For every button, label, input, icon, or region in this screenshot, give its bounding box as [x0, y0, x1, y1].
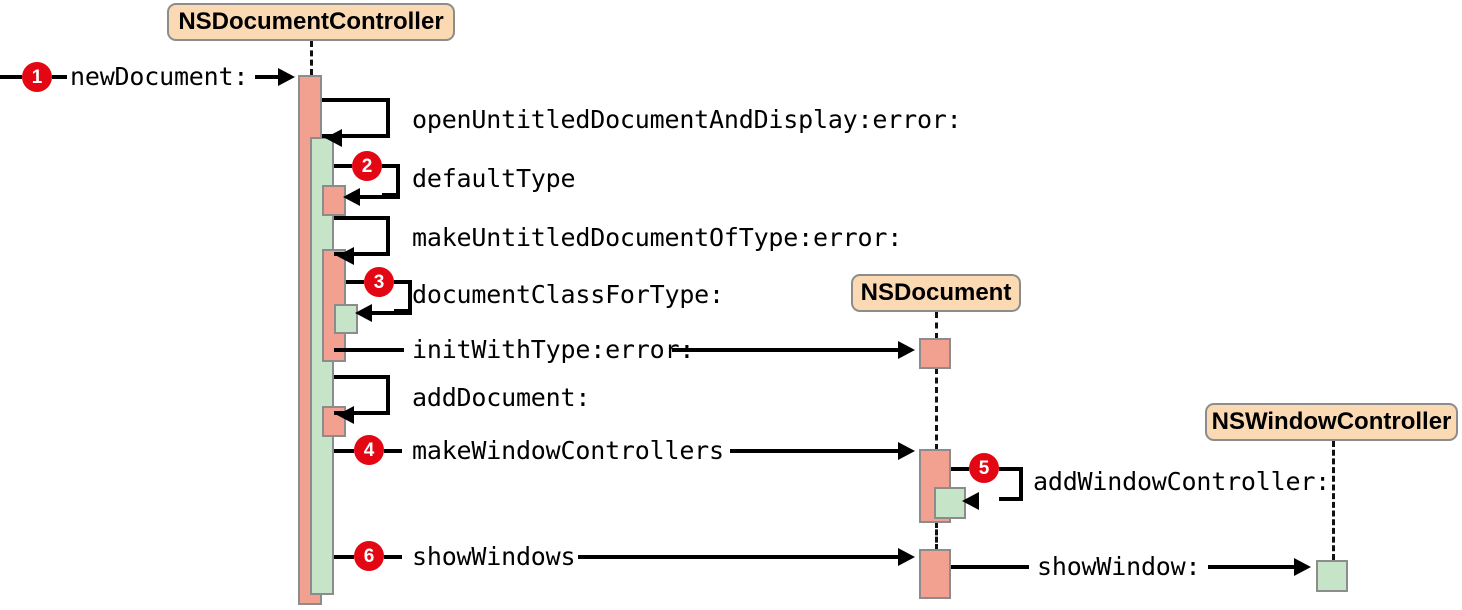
message-arrowhead-init-with-type: [898, 341, 915, 359]
message-label-show-window: showWindow:: [1037, 552, 1201, 581]
message-line-show-window-left: [951, 565, 1029, 569]
message-stub-show-windows-left: [334, 555, 354, 559]
message-arrowhead-make-window-controllers: [898, 442, 915, 460]
step-badge-label: 4: [363, 439, 375, 461]
selfcall-arrowhead-open-untitled: [325, 129, 342, 147]
message-arrowhead-newdocument: [278, 68, 295, 86]
activation-document-add-window-controller: [934, 487, 966, 519]
lifeline-dash-nsdocumentcontroller: [310, 41, 313, 75]
selfcall-loop-document-class: [394, 280, 412, 313]
step-badge-5[interactable]: 5: [969, 453, 999, 483]
step-badge-1[interactable]: 1: [22, 62, 52, 92]
selfcall-stub-add-window-controller: [951, 467, 969, 471]
selfcall-loop-make-untitled: [334, 216, 390, 256]
message-label-default-type: defaultType: [412, 164, 576, 193]
message-line-newdocument: [255, 75, 280, 79]
message-label-make-window-controllers: makeWindowControllers: [412, 436, 724, 465]
message-line-init-with-type-right: [672, 348, 900, 352]
step-badge-label: 1: [31, 66, 43, 88]
activation-controller-document-class-for-type: [334, 304, 358, 334]
message-arrowhead-show-windows: [898, 548, 915, 566]
lifeline-dash-nsdocument-3: [935, 522, 938, 550]
message-stub-make-window-controllers-left: [334, 449, 354, 453]
step-badge-6[interactable]: 6: [354, 541, 384, 571]
message-label-add-window-controller: addWindowController:: [1033, 467, 1331, 496]
step-badge-label: 6: [363, 545, 375, 567]
step-badge-4[interactable]: 4: [354, 435, 384, 465]
selfcall-stub-document-class: [346, 280, 364, 284]
lifeline-header-nsdocumentcontroller[interactable]: NSDocumentController: [167, 3, 455, 41]
activation-wincontroller-show-window: [1316, 560, 1348, 592]
step-badge-label: 5: [978, 457, 990, 479]
selfcall-arrowhead-add-document: [337, 406, 354, 424]
lifeline-header-nsdocument[interactable]: NSDocument: [851, 274, 1021, 312]
message-label-make-untitled: makeUntitledDocumentOfType:error:: [412, 223, 903, 252]
step-badge-3[interactable]: 3: [364, 267, 394, 297]
message-line-init-with-type-left: [334, 348, 404, 352]
activation-document-init: [919, 338, 951, 369]
lifeline-header-label: NSDocumentController: [178, 8, 444, 35]
selfcall-loop-add-document: [334, 375, 390, 415]
selfcall-arrowhead-document-class: [355, 304, 372, 322]
message-line-show-window-right: [1208, 565, 1296, 569]
selfcall-return-document-class: [370, 311, 412, 315]
step-badge-label: 2: [361, 155, 373, 177]
step-badge-2[interactable]: 2: [352, 151, 382, 181]
selfcall-arrowhead-default-type: [343, 188, 360, 206]
selfcall-arrowhead-add-window-controller: [962, 492, 979, 510]
message-label-show-windows: showWindows: [412, 542, 576, 571]
message-stub-make-window-controllers-right: [384, 449, 402, 453]
inbound-stub-right: [52, 75, 67, 79]
message-label-open-untitled: openUntitledDocumentAndDisplay:error:: [412, 105, 962, 134]
message-label-add-document: addDocument:: [412, 383, 591, 412]
selfcall-loop-default-type: [382, 164, 400, 197]
message-stub-show-windows-right: [384, 555, 402, 559]
selfcall-arrowhead-make-untitled: [337, 247, 354, 265]
lifeline-dash-nswindowcontroller: [1332, 441, 1335, 560]
lifeline-header-label: NSWindowController: [1211, 408, 1452, 435]
message-arrowhead-show-window: [1294, 558, 1311, 576]
message-line-make-window-controllers: [730, 449, 900, 453]
inbound-stub-left: [0, 75, 22, 79]
lifeline-dash-nsdocument-2: [935, 368, 938, 450]
message-label-document-class: documentClassForType:: [412, 280, 724, 309]
lifeline-dash-nsdocument-1: [935, 312, 938, 339]
message-label-init-with-type: initWithType:error:: [412, 335, 695, 364]
message-line-show-windows: [578, 555, 900, 559]
selfcall-loop-add-window-controller: [999, 467, 1023, 501]
step-badge-label: 3: [373, 271, 385, 293]
selfcall-return-default-type: [358, 195, 400, 199]
lifeline-header-nswindowcontroller[interactable]: NSWindowController: [1205, 403, 1458, 441]
lifeline-header-label: NSDocument: [860, 279, 1012, 306]
selfcall-loop-open-untitled: [322, 98, 390, 138]
activation-document-show-windows: [919, 549, 951, 599]
message-label-newdocument: newDocument:: [70, 62, 249, 91]
selfcall-stub-default-type: [334, 164, 352, 168]
